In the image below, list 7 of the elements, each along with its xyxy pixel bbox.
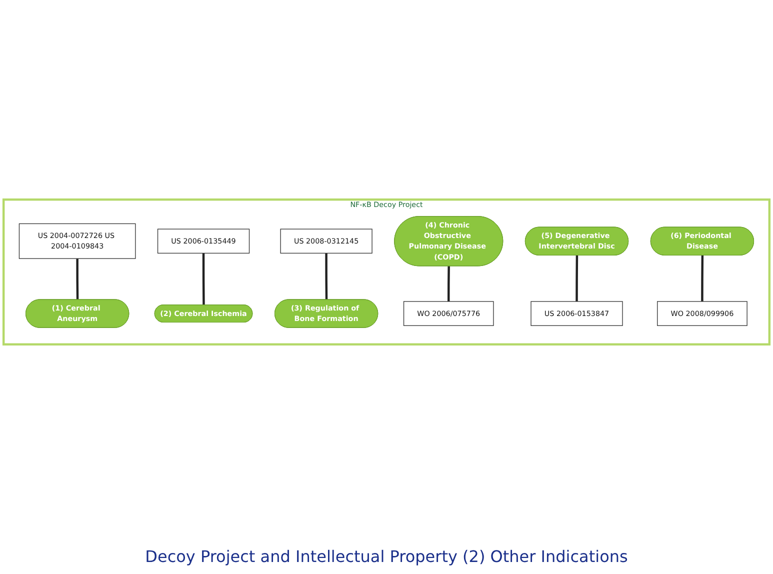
- connector: [76, 258, 79, 300]
- connector: [202, 252, 205, 305]
- connector: [701, 254, 704, 301]
- caption: Decoy Project and Intellectual Property (2) Other Indications: [145, 546, 628, 568]
- connector: [576, 254, 578, 301]
- connector: [325, 252, 328, 300]
- connector: [448, 266, 450, 301]
